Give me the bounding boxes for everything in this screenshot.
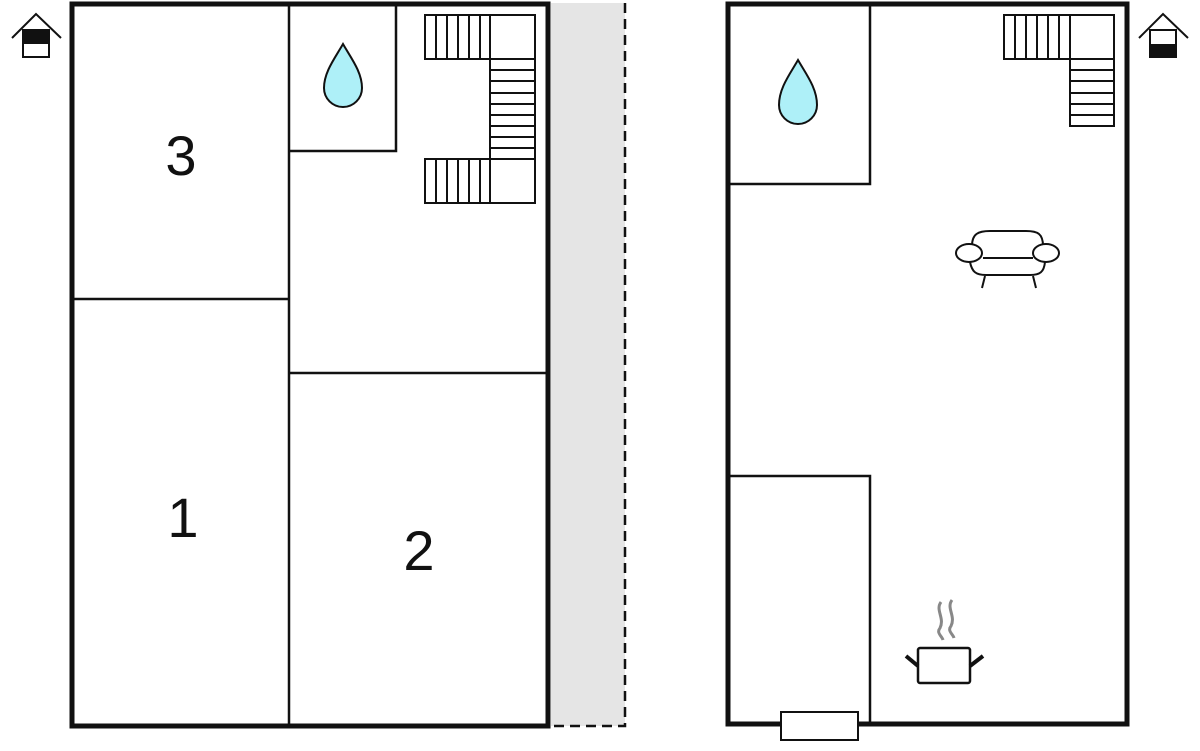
staircase xyxy=(424,14,536,204)
ground-floor-plan xyxy=(69,1,551,729)
staircase xyxy=(1003,14,1115,127)
cooking-pot-icon xyxy=(904,599,985,685)
water-drop-icon xyxy=(322,41,364,108)
house-lower-floor-icon xyxy=(11,12,62,58)
bathroom-wall xyxy=(728,4,872,186)
terrace xyxy=(551,3,627,728)
outer-wall xyxy=(69,1,551,729)
bathroom-wall xyxy=(289,4,398,153)
house-upper-floor-icon xyxy=(1138,12,1189,58)
sofa-icon xyxy=(955,230,1060,289)
room-label: 2 xyxy=(403,519,434,582)
water-drop-icon xyxy=(777,57,819,125)
room-label: 1 xyxy=(167,486,198,549)
room-label: 3 xyxy=(165,124,196,187)
door xyxy=(780,711,859,741)
outer-wall xyxy=(725,1,1130,727)
upper-floor-plan xyxy=(725,1,1130,741)
